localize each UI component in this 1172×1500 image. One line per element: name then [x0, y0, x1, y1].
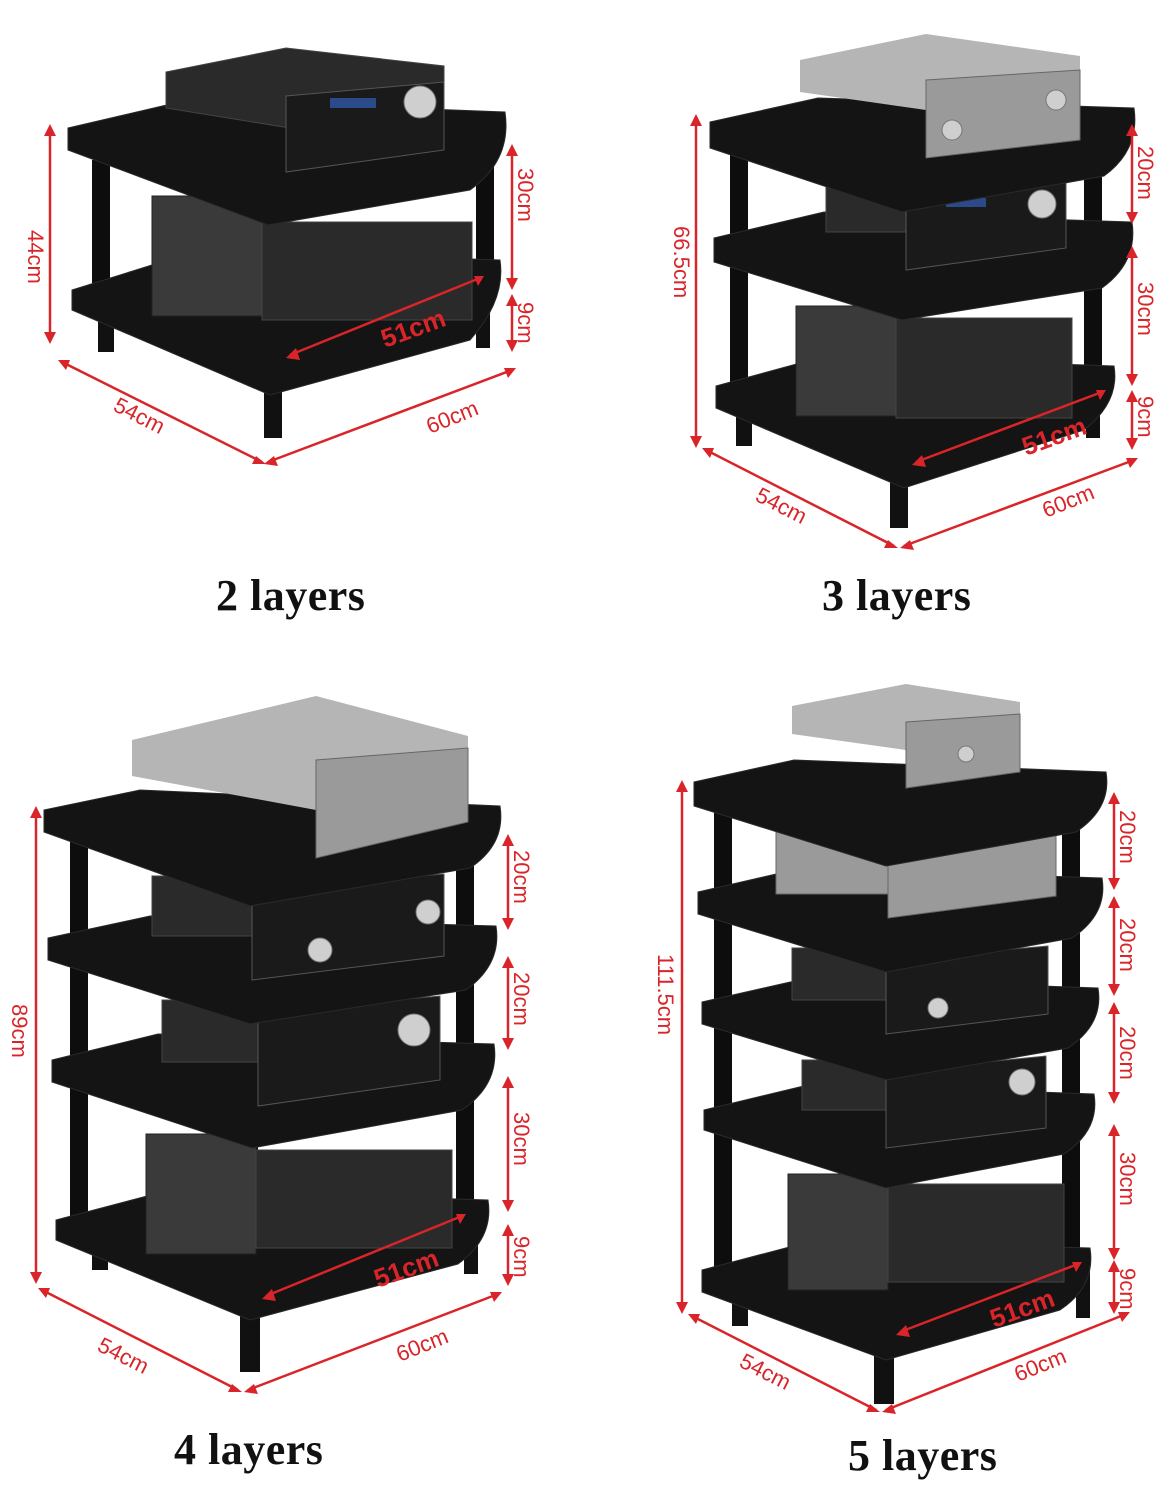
depth-line — [691, 1314, 877, 1412]
panel-caption: 5 layers — [848, 1431, 998, 1480]
gap-label: 30cm — [1133, 282, 1158, 336]
amplifier-knob — [1045, 89, 1067, 111]
depth-label: 54cm — [110, 392, 169, 439]
volume-knob — [397, 1013, 431, 1047]
gap-label: 20cm — [1115, 918, 1140, 972]
gap-label: 20cm — [509, 850, 534, 904]
rack-panel-3-layers: 66.5cm 54cm 60cm 51cm 20cm 30cm 9cm 3 la… — [586, 0, 1172, 640]
depth-line — [41, 1288, 239, 1392]
amplifier-box — [261, 221, 473, 321]
rack-illustration: 66.5cm 54cm 60cm 51cm 20cm 30cm 9cm — [669, 34, 1158, 550]
inner-width-line — [915, 390, 1103, 464]
width-label: 60cm — [423, 395, 482, 438]
depth-label: 54cm — [94, 1332, 153, 1379]
rack-panel-4-layers: 89cm 54cm 60cm 51cm 20cm 20cm 30cm 9cm 4… — [0, 660, 586, 1500]
width-line — [903, 458, 1135, 548]
depth-label: 54cm — [736, 1348, 795, 1395]
receiver-knob — [307, 937, 333, 963]
rack-panel-5-layers: 111.5cm 54cm 60cm 51cm 20cm 20cm 20cm 30… — [586, 660, 1172, 1500]
width-line — [267, 368, 513, 464]
rack-shelf — [693, 759, 1108, 867]
inner-width-line — [289, 276, 481, 357]
gap-label: 9cm — [513, 302, 538, 344]
panel-caption: 2 layers — [216, 571, 366, 620]
gap-label: 20cm — [509, 972, 534, 1026]
receiver-display — [330, 98, 376, 108]
depth-line — [705, 448, 895, 548]
subwoofer-box — [787, 1173, 889, 1291]
gap-label: 20cm — [1133, 146, 1158, 200]
gap-label: 9cm — [1115, 1268, 1140, 1310]
receiver-knob — [415, 899, 441, 925]
rack-illustration: 89cm 54cm 60cm 51cm 20cm 20cm 30cm 9cm — [7, 696, 534, 1394]
rack-post — [70, 840, 88, 1230]
rack-illustration: 44cm 54cm 60cm 51cm 30cm 9cm — [23, 47, 538, 466]
amplifier-knob — [957, 745, 975, 763]
volume-knob — [1027, 189, 1057, 219]
gap-label: 30cm — [509, 1112, 534, 1166]
inner-width-line — [899, 1262, 1079, 1334]
amplifier-box — [255, 1149, 453, 1249]
amplifier-box — [895, 317, 1073, 419]
height-label: 66.5cm — [669, 226, 694, 298]
amplifier-front — [315, 747, 469, 859]
gap-label: 20cm — [1115, 1026, 1140, 1080]
height-label: 111.5cm — [653, 954, 678, 1035]
gap-label: 9cm — [1133, 396, 1158, 438]
height-label: 44cm — [23, 230, 48, 284]
rack-post — [456, 840, 474, 1220]
panel-caption: 4 layers — [174, 1425, 324, 1474]
gap-label: 30cm — [1115, 1152, 1140, 1206]
rack-post — [714, 790, 732, 1280]
rack-illustration: 111.5cm 54cm 60cm 51cm 20cm 20cm 20cm 30… — [653, 684, 1140, 1414]
amplifier-box — [887, 1183, 1065, 1283]
subwoofer-box — [795, 305, 897, 417]
amplifier-knob — [941, 119, 963, 141]
depth-line — [61, 360, 263, 464]
receiver-display — [946, 198, 986, 207]
receiver-knob — [927, 997, 949, 1019]
gap-label: 9cm — [509, 1236, 534, 1278]
subwoofer-box — [145, 1133, 257, 1255]
height-label: 89cm — [7, 1004, 32, 1058]
panel-caption: 3 layers — [822, 571, 972, 620]
width-line — [885, 1312, 1127, 1412]
amplifier-front — [925, 69, 1081, 159]
rack-leg — [874, 1346, 894, 1404]
volume-knob — [1008, 1068, 1036, 1096]
inner-width-line — [265, 1214, 463, 1298]
rack-panel-2-layers: 44cm 54cm 60cm 51cm 30cm 9cm 2 layers — [0, 0, 586, 640]
gap-label: 20cm — [1115, 810, 1140, 864]
width-line — [247, 1292, 499, 1392]
width-label: 60cm — [1011, 1343, 1070, 1386]
gap-label: 30cm — [513, 168, 538, 222]
volume-knob — [403, 85, 437, 119]
rack-post — [92, 160, 110, 300]
